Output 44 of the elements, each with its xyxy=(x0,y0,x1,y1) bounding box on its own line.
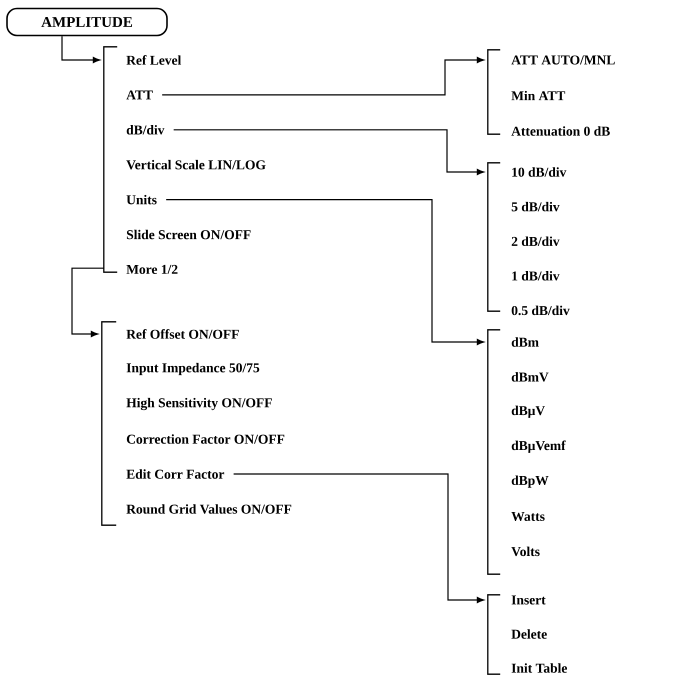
menu-item: Watts xyxy=(511,512,545,522)
menu-item: Ref Offset ON/OFF xyxy=(126,329,239,339)
menu-item: Slide Screen ON/OFF xyxy=(126,230,251,240)
menu-item: dB/div xyxy=(126,125,164,135)
menu-item: dBμVemf xyxy=(512,440,566,453)
menu-item: 10 dB/div xyxy=(512,167,566,177)
bracket xyxy=(487,329,500,575)
menu-item: ATT xyxy=(126,90,153,100)
arrow xyxy=(234,473,484,604)
menu-item: Units xyxy=(126,194,157,204)
arrow xyxy=(166,199,484,346)
menu-item: More 1/2 xyxy=(126,264,178,274)
menu-item: Insert xyxy=(512,596,546,604)
bracket xyxy=(487,162,500,312)
menu-item: Correction Factor ON/OFF xyxy=(126,434,284,444)
menu-item: Delete xyxy=(511,629,547,639)
menu-item: Volts xyxy=(511,546,540,556)
menu-item: 0.5 dB/div xyxy=(512,306,570,316)
arrow xyxy=(162,56,484,96)
menu-item: 2 dB/div xyxy=(512,236,560,246)
menu-key: AMPLITUDE xyxy=(6,8,168,36)
arrow xyxy=(61,36,100,64)
menu-item: High Sensitivity ON/OFF xyxy=(126,398,272,410)
menu-item: ATT AUTO/MNL xyxy=(511,55,615,65)
menu-item: dBpW xyxy=(512,475,549,488)
menu-item: Ref Level xyxy=(126,55,182,65)
bracket xyxy=(487,49,500,135)
arrow xyxy=(71,268,104,338)
menu-item: Init Table xyxy=(512,663,568,673)
bracket xyxy=(487,594,500,675)
menu-item: 5 dB/div xyxy=(512,202,560,212)
menu-item: Input Impedance 50/75 xyxy=(126,362,260,376)
menu-item: dBμV xyxy=(512,406,545,418)
menu-item: Round Grid Values ON/OFF xyxy=(126,504,292,514)
menu-item: dBmV xyxy=(512,372,549,382)
menu-item: Attenuation 0 dB xyxy=(511,126,610,136)
bracket xyxy=(103,46,118,273)
menu-item: Edit Corr Factor xyxy=(126,469,224,479)
bracket xyxy=(101,321,116,526)
menu-item: dBm xyxy=(512,337,539,347)
menu-item: Min ATT xyxy=(511,90,566,100)
arrow xyxy=(174,129,484,176)
menu-item: Vertical Scale LIN/LOG xyxy=(126,160,266,170)
menu-item: 1 dB/div xyxy=(512,271,560,281)
